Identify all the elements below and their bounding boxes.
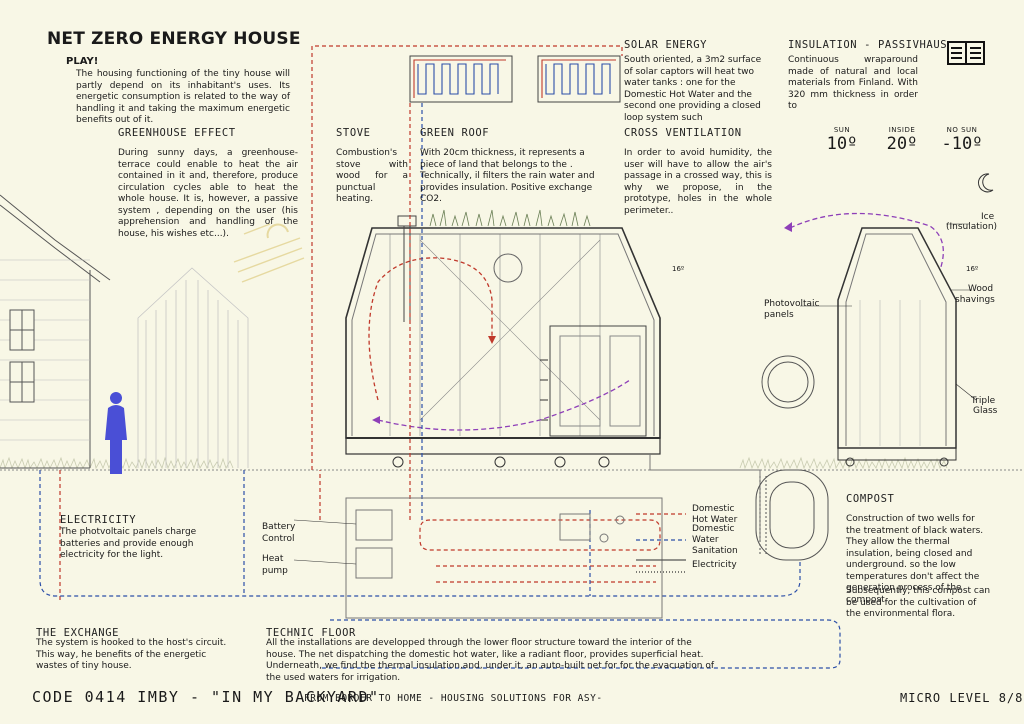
- technic-title: TECHNIC FLOOR: [266, 627, 356, 639]
- ice-sub-label: (Insulation): [946, 222, 998, 232]
- temp-sun-value: 10º: [826, 134, 858, 154]
- hot-water-pipes: [59, 45, 661, 600]
- green-roof-plants: [429, 209, 591, 227]
- battery-label: Battery: [262, 522, 296, 532]
- stove-chimney: [397, 215, 417, 322]
- solar-collectors: [409, 55, 621, 103]
- legend-electricity: Electricity: [692, 560, 737, 570]
- insulation-title: INSULATION - PASSIVHAUS: [788, 39, 948, 51]
- footer-level: MICRO LEVEL 8/8: [900, 691, 1024, 705]
- exchange-title: THE EXCHANGE: [36, 627, 120, 639]
- electricity-title: ELECTRICITY: [60, 514, 137, 526]
- hot-air-loop: [368, 257, 493, 401]
- temp-nosun-value: -10º: [941, 134, 983, 154]
- temp-inside-value: 20º: [886, 134, 918, 154]
- ventilation-flow-2: [789, 212, 944, 271]
- technic-text: All the installations are developped thr…: [266, 638, 715, 683]
- hot-air-arrow: [488, 336, 496, 344]
- wood-label: Wood: [968, 284, 994, 294]
- pv-sub-label: panels: [764, 310, 794, 320]
- stove-text: Combustion's stove with wood for a punct…: [336, 148, 408, 204]
- green-roof-text: With 20cm thickness, it represents a pie…: [420, 148, 595, 204]
- triple-label: Triple: [971, 396, 996, 406]
- temp-inside-label: INSIDE: [888, 126, 916, 134]
- legend-hot-line1: Domestic: [692, 504, 735, 514]
- angle-label-1: 16º: [672, 265, 685, 273]
- legend-hot-line2: Hot Water: [692, 515, 738, 525]
- temp-sun-label: SUN: [833, 126, 851, 134]
- control-label: Control: [262, 534, 295, 544]
- cross-vent-title: CROSS VENTILATION: [624, 127, 742, 139]
- stove-title: STOVE: [336, 127, 371, 139]
- greenhouse-title: GREENHOUSE EFFECT: [118, 127, 236, 139]
- ventilation-flow: [377, 379, 631, 431]
- triple-sub-label: Glass: [973, 406, 998, 416]
- compost-text-2: Subsequently, this compost can be used f…: [846, 586, 991, 619]
- ventilation-arrow-2: [784, 222, 792, 232]
- compost-title: COMPOST: [846, 493, 895, 505]
- footer-subtitle: FROM BORDER TO HOME - HOUSING SOLUTIONS …: [304, 693, 603, 704]
- solar-title: SOLAR ENERGY: [624, 39, 708, 51]
- insulation-text: Continuous wraparound made of natural an…: [788, 55, 918, 111]
- greenhouse-text: During sunny days, a greenhouse-terrace …: [118, 148, 298, 239]
- leader-lines: [293, 223, 977, 565]
- sun-rays: [233, 223, 305, 283]
- shed-outline: [137, 267, 249, 468]
- host-house: [0, 194, 111, 469]
- angle-label-2: 16º: [966, 265, 979, 273]
- heat-label: Heat: [262, 554, 284, 564]
- play-text: The housing functioning of the tiny hous…: [76, 69, 290, 125]
- legend-sanitation: Sanitation: [692, 546, 738, 556]
- ventilation-arrow: [372, 416, 380, 424]
- temp-nosun-label: NO SUN: [946, 126, 978, 134]
- cross-vent-text: In order to avoid humidity, the user wil…: [624, 148, 772, 216]
- wood-sub-label: shavings: [955, 295, 995, 305]
- solar-text: South oriented, a 3m2 surface of solar c…: [624, 55, 762, 123]
- person-figure: [105, 392, 127, 474]
- legend-swatches: [636, 513, 686, 573]
- pump-label: pump: [262, 566, 288, 576]
- grass: [0, 456, 948, 470]
- moon-icon: [978, 173, 994, 193]
- pv-label: Photovoltaic: [764, 299, 820, 309]
- side-section: [837, 227, 957, 467]
- compost-text: Construction of two wells for the treatm…: [846, 514, 984, 605]
- legend-water-line1: Domestic: [692, 524, 735, 534]
- footer-code: CODE 0414 IMBY - "IN MY BACKYARD": [32, 688, 380, 706]
- legend-water-line2: Water: [692, 535, 719, 545]
- book-icon: [947, 41, 985, 65]
- page-title: NET ZERO ENERGY HOUSE: [47, 29, 301, 49]
- play-heading: PLAY!: [66, 56, 99, 67]
- green-roof-title: GREEN ROOF: [420, 127, 490, 139]
- ice-label: Ice: [981, 212, 995, 222]
- compost-wells: [755, 355, 829, 561]
- tiny-house-section: [345, 227, 661, 468]
- exchange-text: The system is hooked to the host's circu…: [36, 638, 227, 671]
- electricity-text: The photvoltaic panels charge batteries …: [60, 527, 197, 560]
